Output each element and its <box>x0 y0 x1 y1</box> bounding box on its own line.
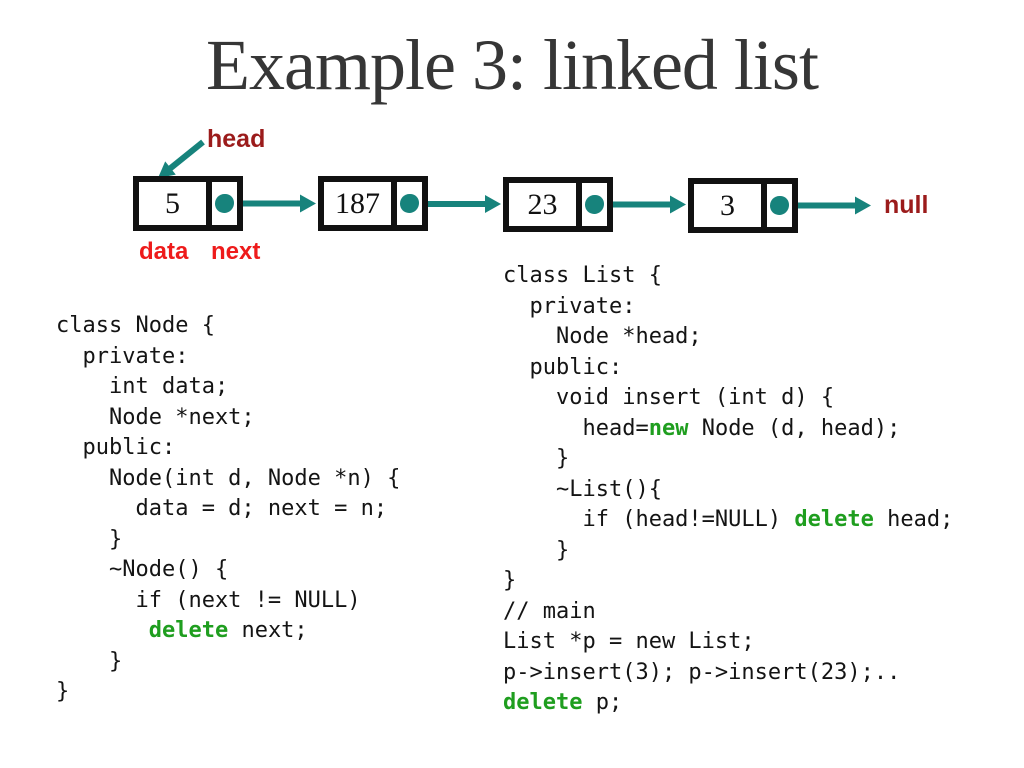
node-2-next-cell <box>397 182 422 225</box>
code-line: List *p = new List; <box>503 627 953 658</box>
code-text: ~List(){ <box>503 476 662 502</box>
null-arrow <box>789 196 871 215</box>
code-keyword: delete <box>503 690 583 715</box>
code-line: delete p; <box>503 688 953 719</box>
code-line: Node *head; <box>503 322 953 353</box>
code-line: if (next != NULL) <box>56 586 400 617</box>
node-4-next-cell <box>767 184 792 227</box>
code-line: ~Node() { <box>56 555 400 586</box>
code-line: delete next; <box>56 616 400 647</box>
node-3-value: 23 <box>527 187 558 221</box>
code-line: } <box>56 677 400 708</box>
code-text: List *p = new List; <box>503 629 755 654</box>
code-text: if (head!=NULL) <box>503 507 795 532</box>
code-text: } <box>56 526 123 552</box>
code-line: } <box>503 536 953 567</box>
code-text <box>56 618 149 643</box>
list-node-2: 187 <box>318 176 428 231</box>
data-field-label: data <box>139 238 189 265</box>
node-3-data-cell: 23 <box>509 183 582 226</box>
code-text: head= <box>503 415 649 441</box>
code-text: } <box>56 648 123 674</box>
code-text: head; <box>873 507 954 532</box>
next-arrow-3 <box>602 195 686 214</box>
node-1-next-cell <box>212 182 237 225</box>
code-line: Node *next; <box>56 403 400 434</box>
node-1-value: 5 <box>165 186 180 220</box>
node-2-data-cell: 187 <box>324 182 397 225</box>
code-text: private: <box>56 343 189 369</box>
code-line: } <box>56 647 400 678</box>
code-text: public: <box>56 435 176 460</box>
next-pointer-dot <box>770 196 789 215</box>
code-line: if (head!=NULL) delete head; <box>503 505 953 536</box>
code-line: int data; <box>56 372 400 403</box>
next-arrow-2 <box>417 195 501 213</box>
code-line: head=new Node (d, head); <box>503 414 953 445</box>
code-text: Node(int d, Node *n) { <box>56 465 401 491</box>
code-line: p->insert(3); p->insert(23);.. <box>503 658 953 689</box>
node-3-next-cell <box>582 183 607 226</box>
code-line: public: <box>503 353 953 384</box>
code-text: if (next != NULL) <box>56 587 361 613</box>
code-line: } <box>503 444 953 475</box>
code-line: // main <box>503 597 953 628</box>
next-field-label: next <box>211 238 261 265</box>
node-4-value: 3 <box>720 188 735 222</box>
code-text: } <box>56 679 70 704</box>
node-4-data-cell: 3 <box>694 184 767 227</box>
head-pointer-label: head <box>207 125 266 153</box>
code-text: } <box>503 568 517 593</box>
next-pointer-dot <box>585 195 604 214</box>
list-node-1: 5 <box>133 176 243 231</box>
code-text: } <box>503 537 570 563</box>
list-node-3: 23 <box>503 177 613 232</box>
code-text: ~Node() { <box>56 557 229 582</box>
code-text: p->insert(3); p->insert(23);.. <box>503 659 901 685</box>
code-line: class Node { <box>56 311 400 342</box>
code-text: void insert (int d) { <box>503 385 835 410</box>
code-text: next; <box>228 618 308 643</box>
code-text: } <box>503 446 570 471</box>
code-line: private: <box>56 342 400 373</box>
code-text: class Node { <box>56 313 215 338</box>
code-keyword: new <box>648 415 689 441</box>
code-line: public: <box>56 433 400 464</box>
linked-list-diagram: head data next null 5 187 23 <box>0 0 1024 280</box>
code-block-list-class: class List { private: Node *head; public… <box>503 261 953 719</box>
code-line: private: <box>503 292 953 323</box>
code-line: } <box>503 566 953 597</box>
code-line: ~List(){ <box>503 475 953 506</box>
code-keyword: delete <box>794 507 874 532</box>
code-text: int data; <box>56 374 229 399</box>
code-text: data = d; next = n; <box>56 496 388 521</box>
list-node-4: 3 <box>688 178 798 233</box>
code-text: Node *next; <box>56 404 255 430</box>
code-text: class List { <box>503 263 662 288</box>
code-line: } <box>56 525 400 556</box>
node-1-data-cell: 5 <box>139 182 212 225</box>
code-text: Node *head; <box>503 324 702 349</box>
code-text: // main <box>503 598 596 624</box>
code-line: data = d; next = n; <box>56 494 400 525</box>
code-block-node-class: class Node { private: int data; Node *ne… <box>56 311 400 708</box>
code-line: void insert (int d) { <box>503 383 953 414</box>
head-arrow <box>158 139 205 178</box>
next-pointer-dot <box>400 194 419 213</box>
code-text: public: <box>503 354 623 380</box>
code-line: class List { <box>503 261 953 292</box>
code-line: Node(int d, Node *n) { <box>56 464 400 495</box>
next-arrow-1 <box>232 194 316 213</box>
node-2-value: 187 <box>335 186 380 220</box>
code-text: Node (d, head); <box>688 415 901 441</box>
code-keyword: delete <box>148 618 229 643</box>
null-label: null <box>884 191 929 219</box>
next-pointer-dot <box>215 194 234 213</box>
code-text: private: <box>503 293 636 319</box>
slide-title: Example 3: linked list <box>206 25 819 105</box>
code-text: p; <box>582 690 623 715</box>
